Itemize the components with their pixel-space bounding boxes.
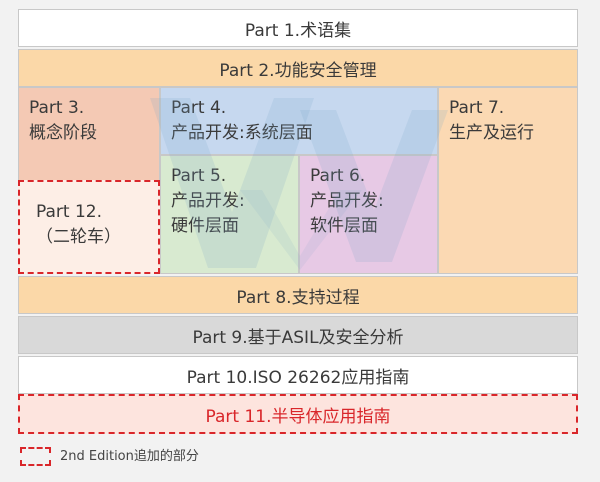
part-3-subtitle: 概念阶段 xyxy=(29,123,97,143)
part-4-subtitle: 产品开发:系统层面 xyxy=(171,123,313,143)
part-7-subtitle: 生产及运行 xyxy=(449,123,534,143)
part-12-subtitle: （二轮车） xyxy=(36,227,121,247)
part-1-box: Part 1.术语集 xyxy=(18,9,578,47)
part-10-label: Part 10.ISO 26262应用指南 xyxy=(186,367,410,388)
part-5-subtitle: 产品开发: xyxy=(171,191,245,211)
part-5-subtitle-2: 硬件层面 xyxy=(171,216,239,236)
part-10-box: Part 10.ISO 26262应用指南 xyxy=(18,356,578,394)
part-6-box: Part 6. 产品开发: 软件层面 xyxy=(299,155,438,274)
part-1-label: Part 1.术语集 xyxy=(244,20,352,41)
part-11-label: Part 11.半导体应用指南 xyxy=(205,406,391,427)
part-3-title: Part 3. xyxy=(29,98,85,118)
part-6-subtitle: 产品开发: xyxy=(310,191,384,211)
legend-dashed-swatch xyxy=(20,447,51,466)
part-2-label: Part 2.功能安全管理 xyxy=(219,60,377,81)
part-9-box: Part 9.基于ASIL及安全分析 xyxy=(18,316,578,354)
legend-text: 2nd Edition追加的部分 xyxy=(60,449,199,464)
part-9-label: Part 9.基于ASIL及安全分析 xyxy=(192,327,404,348)
part-8-box: Part 8.支持过程 xyxy=(18,276,578,314)
part-4-box: Part 4. 产品开发:系统层面 xyxy=(160,87,438,155)
part-2-box: Part 2.功能安全管理 xyxy=(18,49,578,87)
part-7-box: Part 7. 生产及运行 xyxy=(438,87,578,274)
part-4-title: Part 4. xyxy=(171,98,227,118)
part-12-title: Part 12. xyxy=(36,202,102,222)
part-6-subtitle-2: 软件层面 xyxy=(310,216,378,236)
part-12-box: Part 12. （二轮车） xyxy=(18,180,160,274)
part-5-title: Part 5. xyxy=(171,166,227,186)
part-6-title: Part 6. xyxy=(310,166,366,186)
part-7-title: Part 7. xyxy=(449,98,505,118)
part-5-box: Part 5. 产品开发: 硬件层面 xyxy=(160,155,299,274)
part-11-box: Part 11.半导体应用指南 xyxy=(18,394,578,434)
part-8-label: Part 8.支持过程 xyxy=(236,287,360,308)
